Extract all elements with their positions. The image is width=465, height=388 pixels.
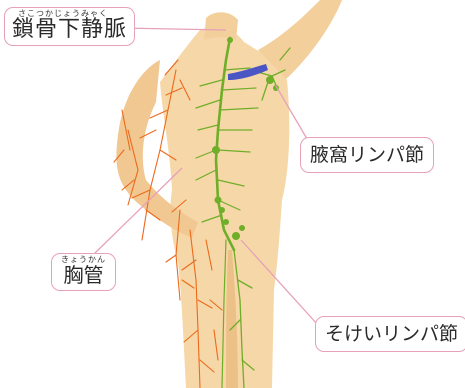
- text-axillary-lymph-nodes: 腋窩リンパ節: [310, 144, 424, 166]
- neck: [204, 12, 238, 40]
- body-figure: [116, 0, 342, 388]
- label-subclavian-vein: さこつかじょうみゃく 鎖骨下静脈: [4, 7, 135, 46]
- text-thoracic-duct: 胸管: [61, 264, 106, 287]
- text-subclavian-vein: 鎖骨下静脈: [12, 18, 127, 42]
- text-inguinal-lymph-nodes: そけいリンパ節: [325, 323, 458, 345]
- label-inguinal-lymph-nodes: そけいリンパ節: [315, 316, 465, 352]
- label-axillary-lymph-nodes: 腋窩リンパ節: [300, 137, 434, 173]
- label-thoracic-duct: きょうかん 胸管: [51, 253, 116, 291]
